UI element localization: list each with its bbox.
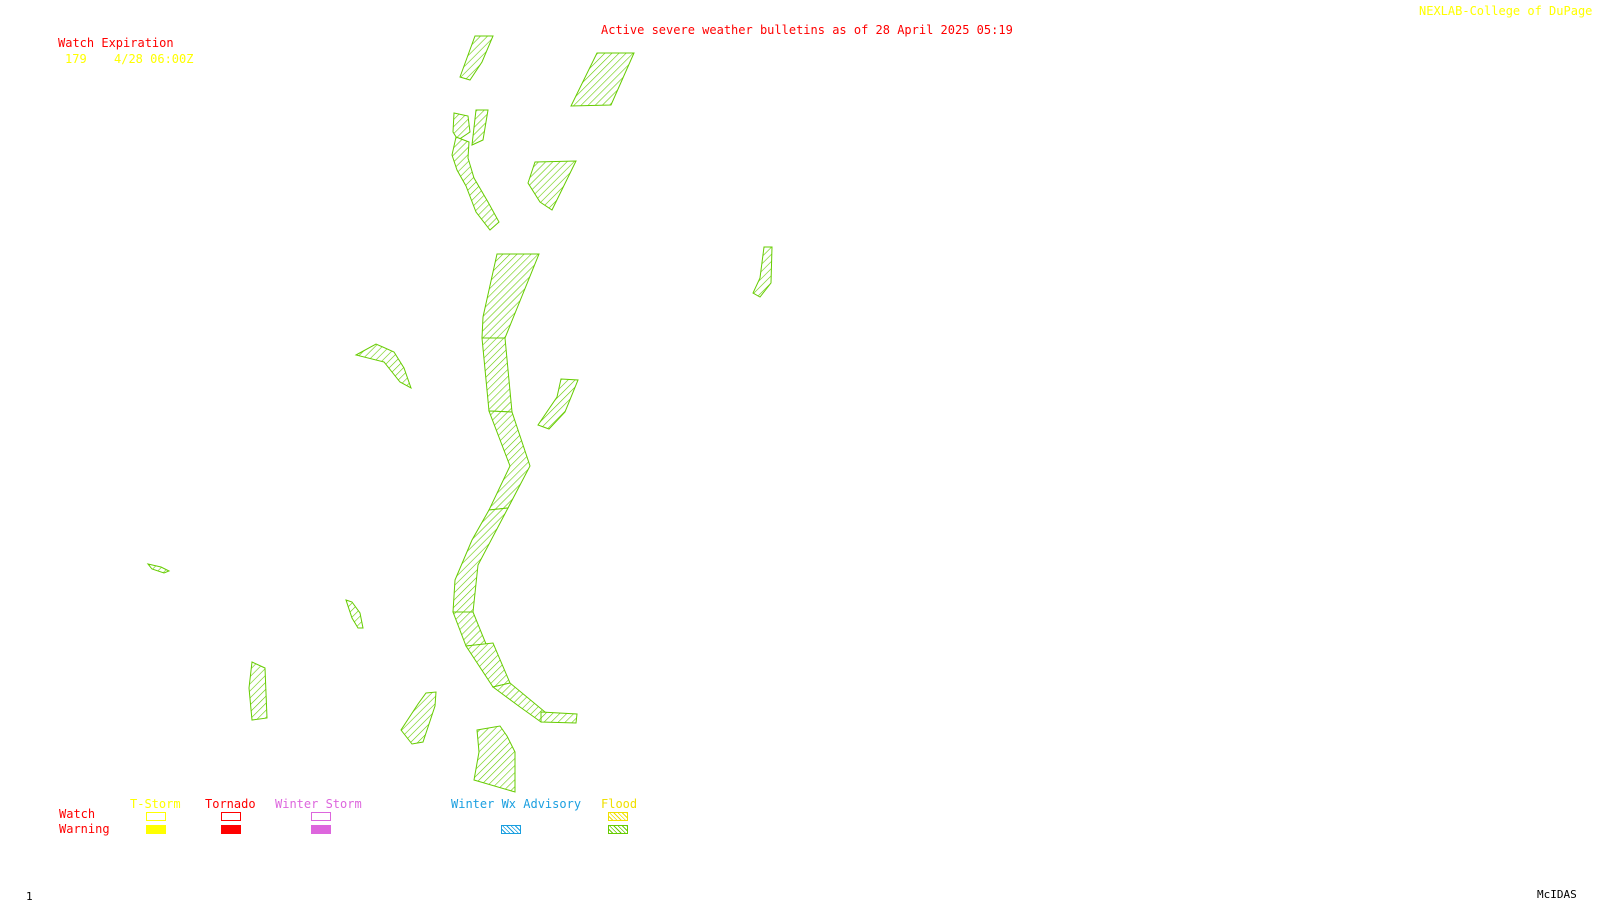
legend-warning-row-label: Warning xyxy=(59,822,110,836)
legend-tstorm-label: T-Storm xyxy=(130,797,181,811)
flood-warning-polygon xyxy=(354,343,412,390)
flood-warning-polygon xyxy=(752,246,773,298)
watch-expiration-heading: Watch Expiration xyxy=(58,36,174,50)
flood-warning-polygon xyxy=(473,725,516,793)
legend-tstorm-watch-swatch xyxy=(146,812,166,821)
watch-expires-time: 4/28 06:00Z xyxy=(114,52,194,66)
flood-warning-polygon xyxy=(527,160,577,211)
software-label: McIDAS xyxy=(1537,888,1577,901)
legend-winter-wx-advisory-warning-swatch xyxy=(501,825,521,834)
credit-label: NEXLAB-College of DuPage R xyxy=(1419,4,1600,18)
flood-warning-polygon xyxy=(481,253,540,339)
flood-warning-polygon xyxy=(451,136,500,231)
legend-flood-watch-swatch xyxy=(608,812,628,821)
legend-tstorm-warning-swatch xyxy=(146,825,166,834)
legend-tornado-watch-swatch xyxy=(221,812,241,821)
flood-warning-polygon xyxy=(471,109,489,146)
flood-warning-polygon xyxy=(481,337,513,413)
flood-warning-polygon xyxy=(537,378,579,430)
flood-warning-polygon xyxy=(146,563,171,574)
legend-watch-row-label: Watch xyxy=(59,807,96,821)
frame-number: 1 xyxy=(26,890,33,903)
flood-warning-polygon xyxy=(452,611,487,647)
legend-winter-storm-warning-swatch xyxy=(311,825,331,834)
flood-warning-polygon xyxy=(248,661,268,721)
legend-winter-storm-watch-swatch xyxy=(311,812,331,821)
legend-winter-storm-label: Winter Storm xyxy=(275,797,362,811)
legend-flood-warning-swatch xyxy=(608,825,628,834)
flood-warning-polygon xyxy=(400,691,437,745)
legend-winter-wx-advisory-label: Winter Wx Advisory xyxy=(451,797,582,811)
legend-tornado-label: Tornado xyxy=(205,797,256,811)
flood-warning-polygon xyxy=(452,507,509,613)
flood-warning-polygon xyxy=(570,52,635,107)
watch-number: 179 xyxy=(65,52,87,66)
flood-warning-polygon xyxy=(491,682,546,723)
flood-warning-polygon xyxy=(465,642,511,688)
flood-warning-polygon xyxy=(345,599,364,629)
flood-warning-polygon xyxy=(452,112,471,141)
flood-warning-polygon xyxy=(459,35,494,81)
flood-warning-polygon xyxy=(488,410,531,511)
bulletin-title: Active severe weather bulletins as of 28… xyxy=(601,23,1013,37)
flood-warning-polygon xyxy=(540,711,578,724)
legend-flood-label: Flood xyxy=(601,797,638,811)
legend-tornado-warning-swatch xyxy=(221,825,241,834)
